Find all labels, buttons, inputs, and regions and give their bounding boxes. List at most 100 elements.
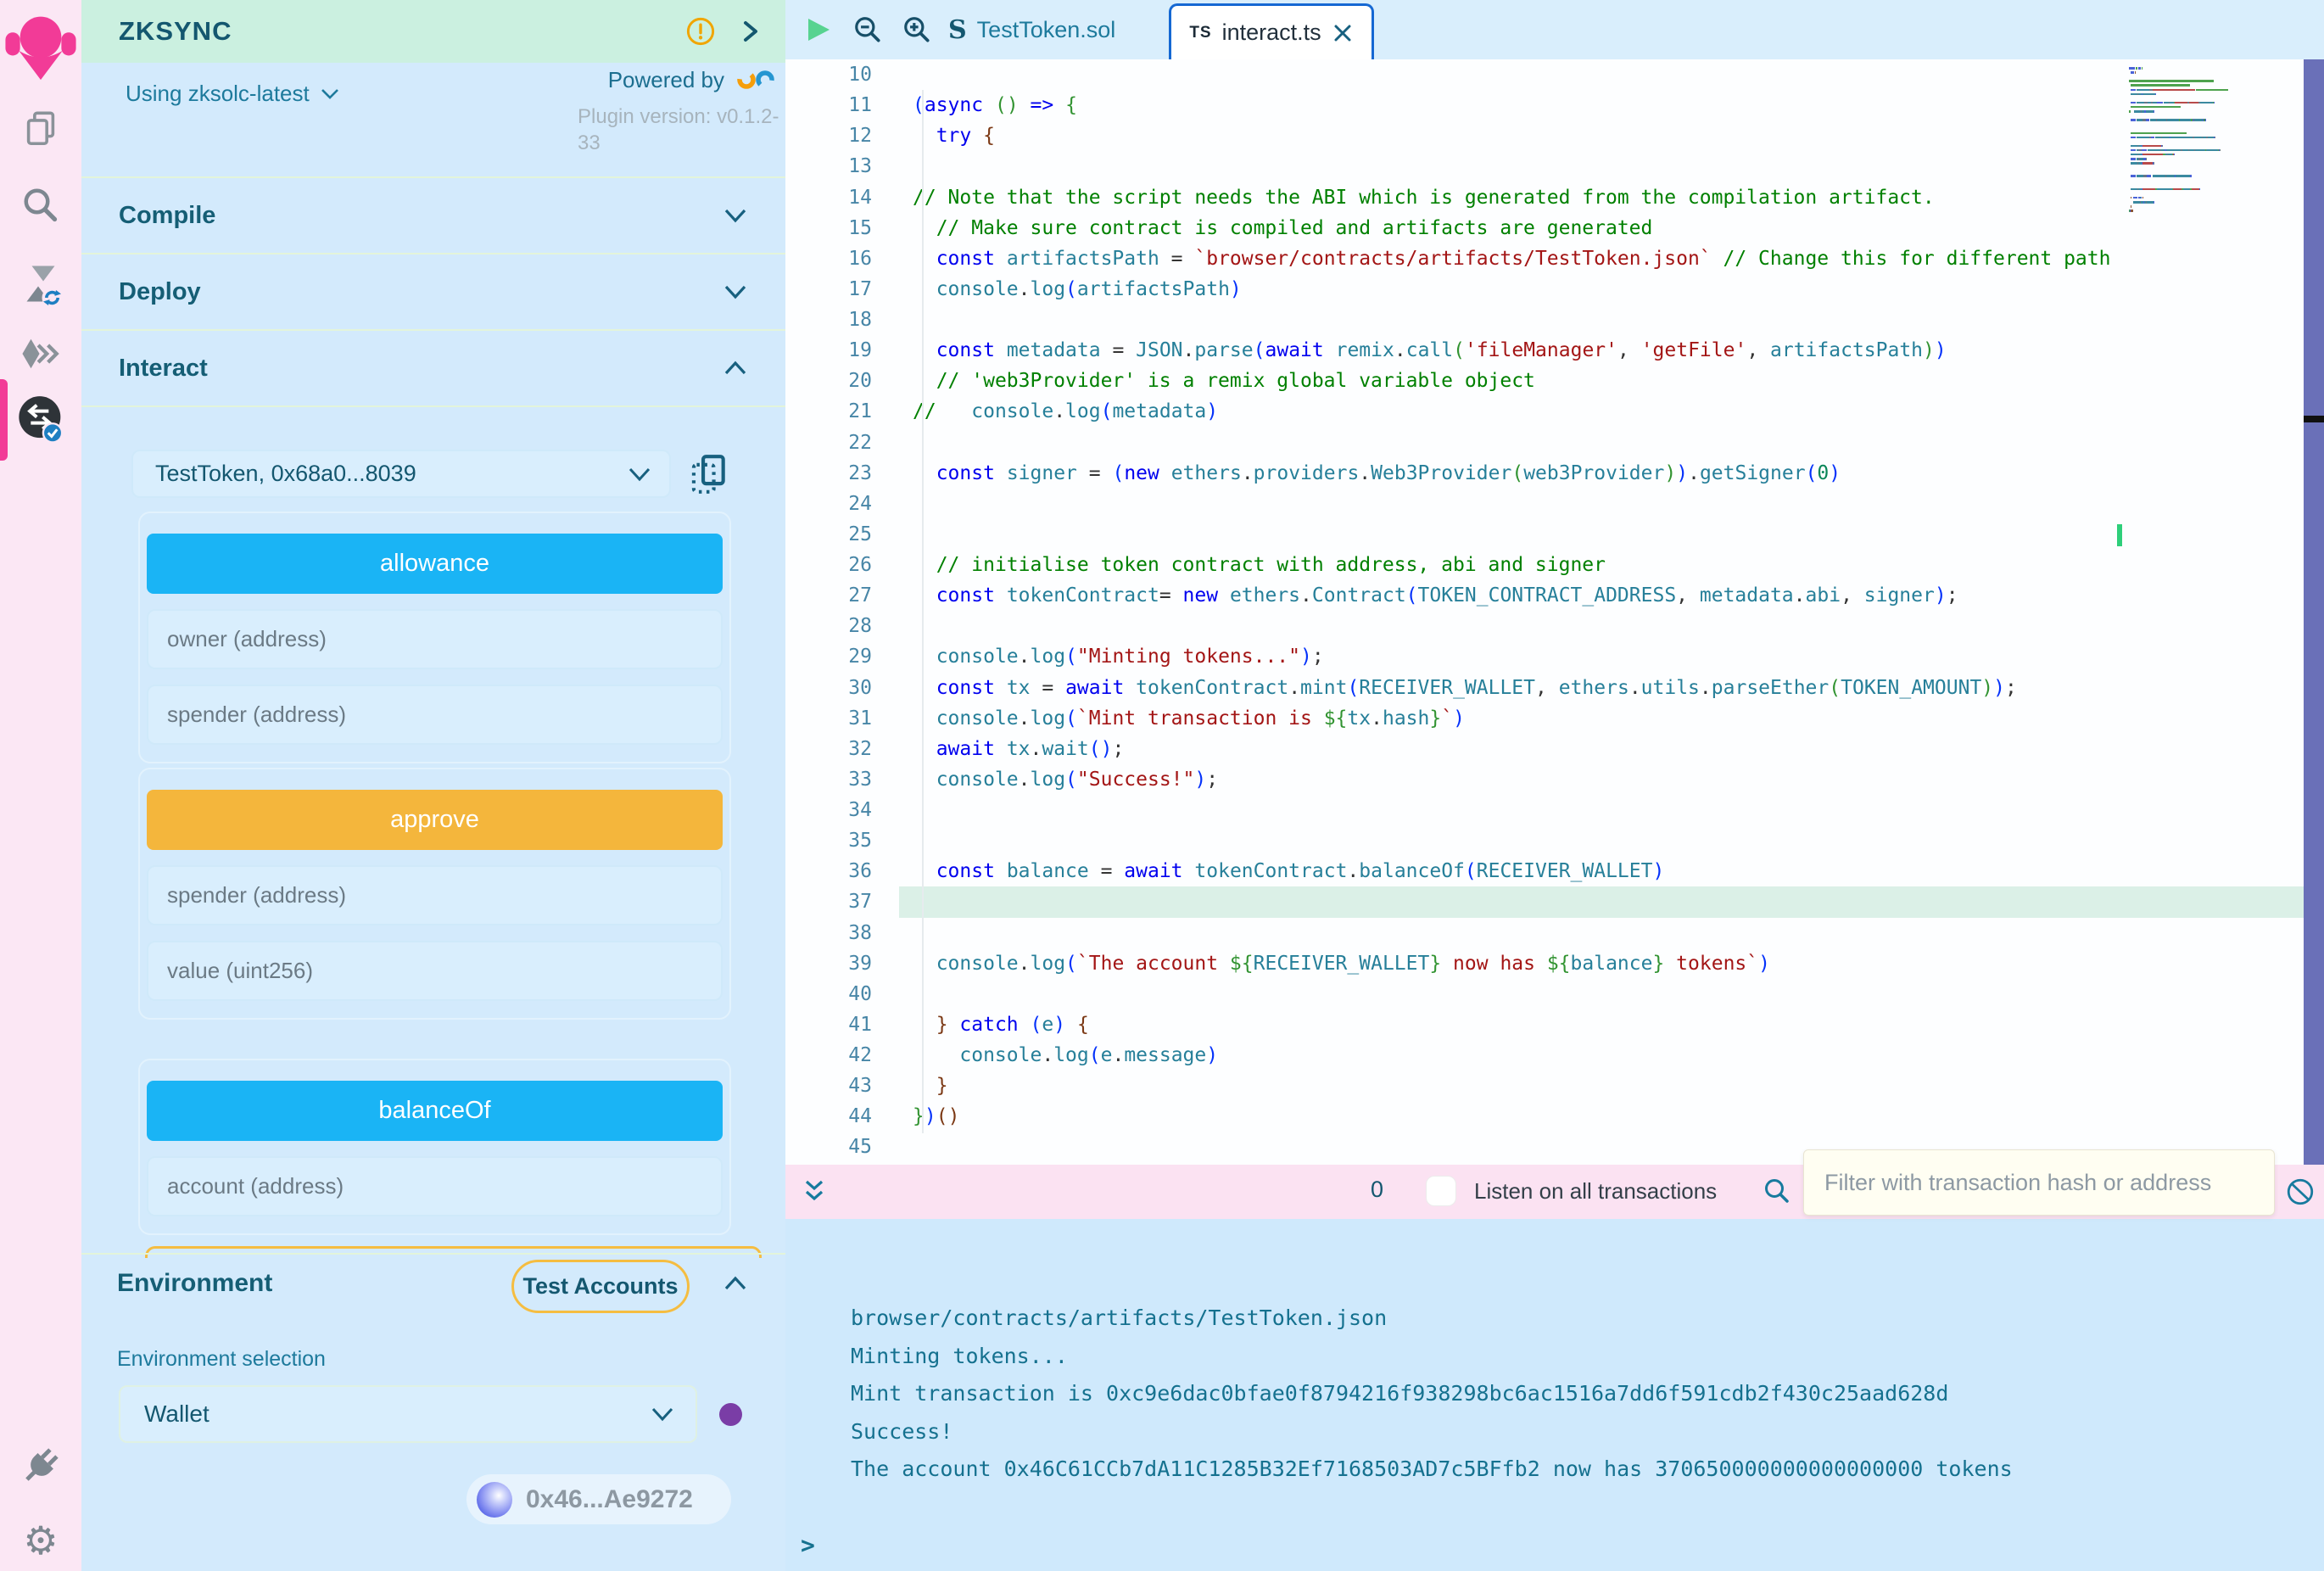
section-label: Compile — [119, 202, 215, 230]
code-line[interactable]: 35 — [785, 825, 2324, 856]
file-explorer-icon[interactable] — [0, 107, 81, 151]
deploy-run-icon[interactable] — [0, 333, 81, 375]
code-line[interactable]: 30 const tx = await tokenContract.mint(R… — [785, 673, 2324, 703]
editor-scrollbar[interactable] — [2304, 59, 2324, 1165]
tab-label: interact.ts — [1222, 20, 1321, 46]
remix-logo[interactable] — [0, 7, 81, 85]
terminal-output-line: Minting tokens... — [851, 1338, 2324, 1376]
code-editor[interactable]: 1011(async () => {12 try {1314// Note th… — [785, 59, 2324, 1165]
environment-select[interactable]: Wallet — [119, 1385, 697, 1443]
function-button-balanceOf[interactable]: balanceOf — [147, 1081, 723, 1141]
function-param-input[interactable] — [147, 685, 723, 745]
terminal-lines: browser/contracts/artifacts/TestToken.js… — [851, 1300, 2324, 1489]
code-line[interactable]: 13 — [785, 151, 2324, 182]
tab-interact-ts[interactable]: TS interact.ts — [1169, 3, 1374, 59]
code-line[interactable]: 38 — [785, 918, 2324, 948]
section-deploy[interactable]: Deploy — [81, 253, 785, 329]
tab-testtoken-sol[interactable]: S TestToken.sol — [948, 0, 1115, 59]
function-button-approve[interactable]: approve — [147, 790, 723, 850]
function-button-allowance[interactable]: allowance — [147, 534, 723, 594]
code-line[interactable]: 34 — [785, 795, 2324, 825]
function-card-approve: approve — [138, 768, 731, 1020]
search-icon[interactable] — [1763, 1177, 1791, 1205]
contract-select-value: TestToken, 0x68a0...8039 — [155, 461, 627, 487]
code-line[interactable]: 42 console.log(e.message) — [785, 1040, 2324, 1071]
test-accounts-button[interactable]: Test Accounts — [511, 1260, 690, 1313]
code-line[interactable]: 22 — [785, 428, 2324, 458]
code-line[interactable]: 40 — [785, 979, 2324, 1009]
plugin-manager-plug-icon[interactable] — [0, 1442, 81, 1490]
code-line[interactable]: 19 const metadata = JSON.parse(await rem… — [785, 335, 2324, 366]
account-badge[interactable]: 0x46...Ae9272 — [466, 1474, 731, 1524]
section-compile[interactable]: Compile — [81, 176, 785, 253]
terminal-prompt[interactable]: > — [801, 1531, 815, 1559]
function-param-input[interactable] — [147, 609, 723, 669]
tab-label: TestToken.sol — [977, 17, 1116, 43]
code-line[interactable]: 39 console.log(`The account ${RECEIVER_W… — [785, 948, 2324, 979]
function-param-input[interactable] — [147, 941, 723, 1001]
chevron-up-icon[interactable] — [723, 1274, 748, 1293]
scrollbar-thumb[interactable] — [2304, 416, 2324, 422]
powered-by-logo — [736, 66, 777, 93]
code-line[interactable]: 20 // 'web3Provider' is a remix global v… — [785, 366, 2324, 396]
environment-selection-label: Environment selection — [117, 1347, 326, 1372]
zoom-out-icon[interactable] — [852, 0, 883, 59]
function-param-input[interactable] — [147, 1156, 723, 1216]
chevron-down-icon — [723, 206, 748, 225]
chevron-right-icon[interactable] — [738, 18, 763, 45]
zksync-plugin-icon[interactable] — [0, 395, 81, 443]
code-line[interactable]: 18 — [785, 305, 2324, 335]
code-line[interactable]: 17 console.log(artifactsPath) — [785, 274, 2324, 305]
transaction-filter-input[interactable] — [1803, 1149, 2275, 1216]
code-line[interactable]: 21// console.log(metadata) — [785, 396, 2324, 427]
block-icon[interactable] — [2285, 1177, 2316, 1207]
search-icon[interactable] — [0, 183, 81, 227]
plugin-header: ZKSYNC — [81, 0, 785, 63]
close-icon[interactable] — [1332, 22, 1354, 44]
code-line[interactable]: 15 // Make sure contract is compiled and… — [785, 213, 2324, 243]
code-line[interactable]: 43 } — [785, 1071, 2324, 1101]
function-card-allowance: allowance — [138, 512, 731, 763]
section-interact[interactable]: Interact — [81, 329, 785, 405]
code-line[interactable]: 37 — [785, 886, 2324, 917]
code-line[interactable]: 10 — [785, 59, 2324, 90]
zoom-in-icon[interactable] — [902, 0, 932, 59]
code-line[interactable]: 16 const artifactsPath = `browser/contra… — [785, 243, 2324, 274]
plugin-title: ZKSYNC — [119, 16, 663, 47]
function-param-input[interactable] — [147, 865, 723, 925]
code-line[interactable]: 11(async () => { — [785, 90, 2324, 120]
code-line[interactable]: 14// Note that the script needs the ABI … — [785, 182, 2324, 213]
connection-status-dot — [719, 1403, 742, 1426]
compiler-version-dropdown[interactable]: Using zksolc-latest — [126, 81, 340, 107]
contract-select[interactable]: TestToken, 0x68a0...8039 — [131, 450, 671, 498]
settings-gear-icon[interactable]: ⚙ — [0, 1517, 81, 1564]
double-chevron-down-icon[interactable] — [802, 1178, 826, 1205]
code-line[interactable]: 44})() — [785, 1101, 2324, 1132]
terminal-output[interactable]: browser/contracts/artifacts/TestToken.js… — [785, 1219, 2324, 1571]
code-line[interactable]: 41 } catch (e) { — [785, 1009, 2324, 1040]
code-line[interactable]: 31 console.log(`Mint transaction is ${tx… — [785, 703, 2324, 734]
code-line[interactable]: 23 const signer = (new ethers.providers.… — [785, 458, 2324, 489]
account-address: 0x46...Ae9272 — [526, 1485, 693, 1514]
listen-checkbox[interactable] — [1427, 1177, 1455, 1205]
minimap[interactable] — [2129, 63, 2295, 218]
code-line[interactable]: 12 try { — [785, 120, 2324, 151]
environment-heading: Environment — [117, 1269, 272, 1298]
code-line[interactable]: 24 — [785, 489, 2324, 519]
code-line[interactable]: 25 — [785, 519, 2324, 550]
ts-file-icon: TS — [1189, 24, 1211, 42]
code-line[interactable]: 29 console.log("Minting tokens..."); — [785, 641, 2324, 672]
solidity-compiler-icon[interactable] — [0, 260, 81, 310]
code-line[interactable]: 33 console.log("Success!"); — [785, 764, 2324, 795]
code-line[interactable]: 36 const balance = await tokenContract.b… — [785, 856, 2324, 886]
terminal-output-line: Success! — [851, 1413, 2324, 1451]
code-line[interactable]: 32 await tx.wait(); — [785, 734, 2324, 764]
transaction-count: 0 — [1371, 1177, 1383, 1203]
run-script-icon[interactable] — [805, 0, 832, 59]
code-line[interactable]: 26 // initialise token contract with add… — [785, 550, 2324, 580]
info-icon[interactable] — [685, 16, 716, 47]
code-line[interactable]: 27 const tokenContract= new ethers.Contr… — [785, 580, 2324, 611]
copy-address-icon[interactable] — [688, 453, 730, 495]
code-line[interactable]: 28 — [785, 611, 2324, 641]
